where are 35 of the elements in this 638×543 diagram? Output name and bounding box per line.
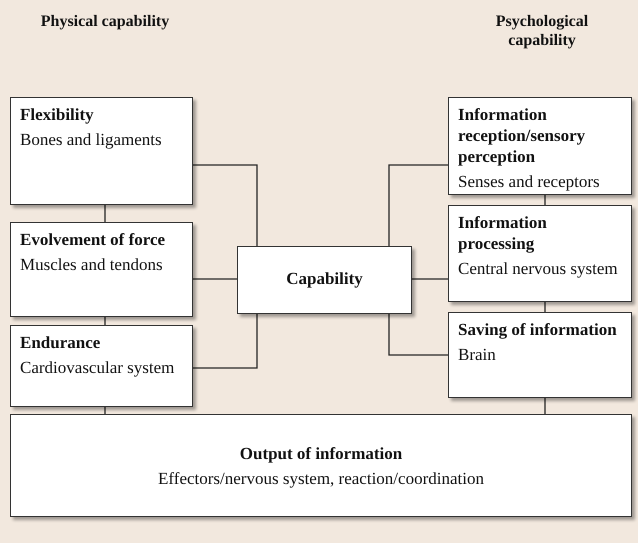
capability-box (10, 414, 632, 517)
box-heading: Evolvement of force (20, 229, 166, 250)
box-description: Brain (458, 344, 497, 365)
box-description: Central nervous system (458, 258, 619, 279)
connector-line (193, 278, 237, 280)
capability-box (10, 222, 193, 317)
column-heading: Psychological capability (494, 12, 590, 50)
column-heading: Physical capability (40, 12, 170, 31)
box-description: Senses and receptors (458, 171, 601, 192)
box-heading: Output of information (240, 442, 402, 464)
connector-line (193, 314, 258, 369)
capability-box (10, 97, 193, 205)
connector-line (104, 205, 106, 222)
connector-line (193, 164, 258, 246)
connector-line (412, 278, 448, 280)
box-description: Cardiovascular system (20, 357, 176, 378)
box-heading: Endurance (20, 332, 102, 353)
capability-box (448, 97, 632, 195)
capability-box (10, 325, 193, 407)
connector-line (388, 314, 448, 356)
connector-line (388, 164, 448, 246)
box-description: Effectors/nervous system, reaction/coordination (158, 468, 484, 488)
connector-line (544, 302, 546, 312)
connector-line (544, 398, 546, 414)
box-heading: Saving of information (458, 319, 618, 340)
box-heading: Flexibility (20, 104, 95, 125)
capability-box (448, 205, 632, 302)
connector-line (544, 195, 546, 205)
box-description: Bones and ligaments (20, 129, 163, 150)
box-description: Muscles and tendons (20, 254, 164, 275)
capability-box (448, 312, 632, 398)
box-heading: Capability (286, 268, 363, 288)
box-heading: Information processing (458, 212, 548, 254)
box-heading: Information reception/sensory perception (458, 104, 586, 167)
capability-box (237, 246, 412, 314)
